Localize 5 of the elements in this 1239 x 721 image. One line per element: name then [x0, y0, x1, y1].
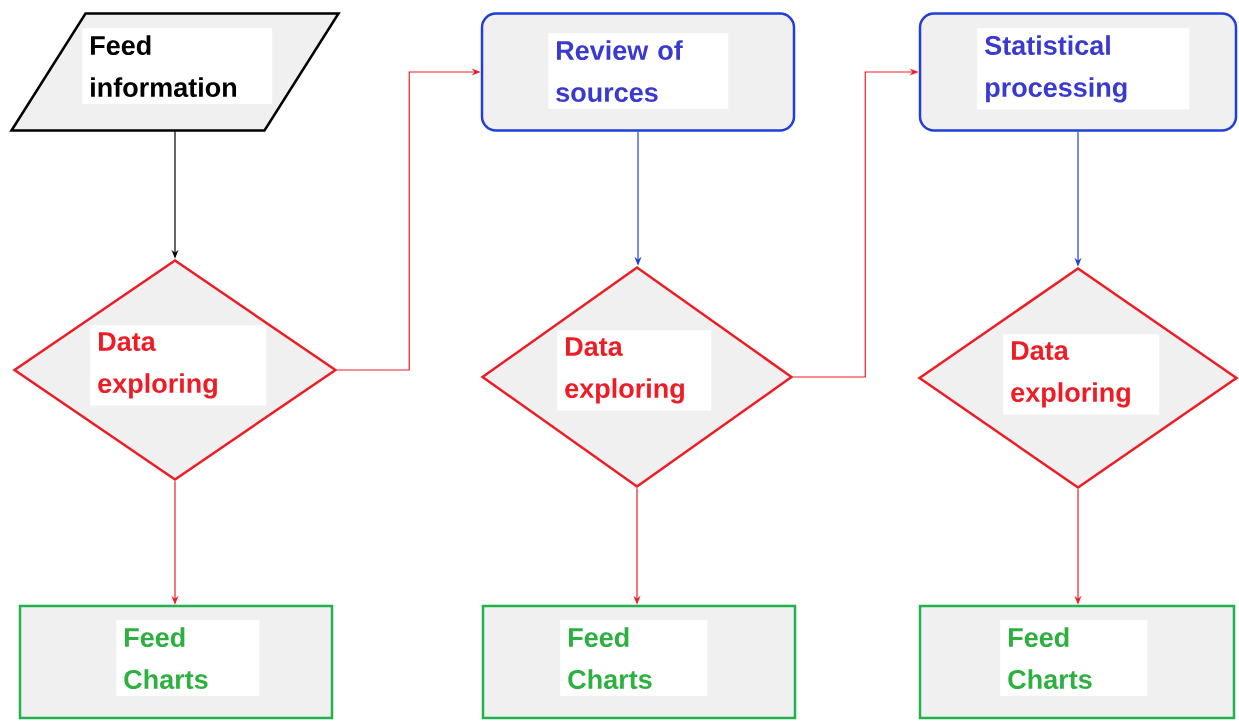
output-box: Feed Charts [18, 604, 334, 720]
output-box: Feed Charts [918, 604, 1236, 720]
output-box: Feed Charts [481, 604, 797, 720]
process-box: Review of sources [480, 12, 796, 132]
process-box: Statistical processing [918, 12, 1238, 132]
